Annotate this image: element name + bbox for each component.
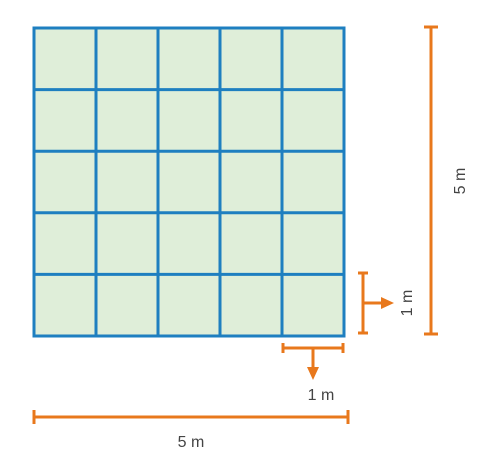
down-arrow-icon xyxy=(307,367,319,380)
square-grid xyxy=(32,26,346,338)
unit-height-bracket xyxy=(358,271,382,335)
right-length-dimension xyxy=(424,25,438,336)
right-arrow-icon xyxy=(381,297,394,309)
bottom-length-label: 5 m xyxy=(178,434,205,451)
unit-width-bracket xyxy=(281,343,345,368)
unit-width-label: 1 m xyxy=(308,387,335,404)
right-length-label: 5 m xyxy=(452,168,469,195)
bottom-length-dimension xyxy=(32,410,350,424)
unit-height-label: 1 m xyxy=(399,290,416,317)
grid-lines xyxy=(32,26,346,338)
grid-background xyxy=(34,28,344,336)
